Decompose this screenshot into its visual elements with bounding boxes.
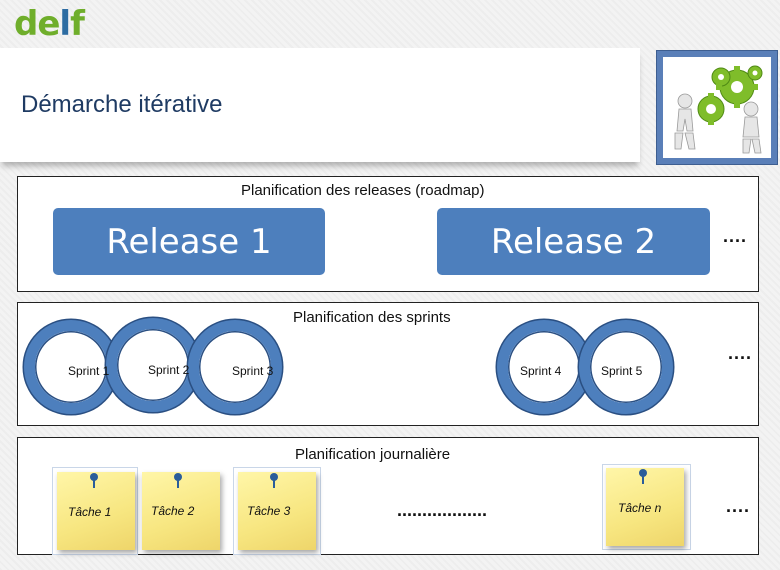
task-1-label: Tâche 1	[68, 505, 112, 519]
sprint-2-label: Sprint 2	[148, 363, 190, 377]
sprint-5-label: Sprint 5	[601, 364, 643, 378]
illustration-frame	[656, 50, 778, 165]
task-2-note	[142, 472, 220, 550]
company-logo: delf	[14, 4, 85, 44]
sprints-panel-title: Planification des sprints	[293, 309, 451, 326]
logo-letter-f: f	[70, 4, 85, 44]
logo-letter-e: e	[37, 4, 60, 44]
task-n-note	[606, 468, 684, 546]
releases-panel: Planification des releases (roadmap) Rel…	[17, 176, 759, 292]
task-n-frame	[602, 464, 691, 550]
release-2-block: Release 2	[437, 208, 710, 275]
logo-letter-d: d	[14, 4, 38, 44]
daily-panel-title: Planification journalière	[295, 446, 451, 463]
task-1-note	[57, 472, 135, 550]
releases-more: ....	[723, 226, 748, 246]
releases-panel-title: Planification des releases (roadmap)	[241, 182, 485, 199]
sprint-1-label: Sprint 1	[68, 364, 110, 378]
logo-letter-l: l	[59, 4, 71, 44]
pin-icon	[639, 469, 647, 484]
task-n-label: Tâche n	[618, 501, 662, 515]
daily-more: ....	[726, 496, 751, 516]
sprint-3-label: Sprint 3	[232, 364, 274, 378]
task-2-label: Tâche 2	[151, 504, 195, 518]
gears-people-icon	[663, 57, 771, 158]
sprint-4-label: Sprint 4	[520, 364, 562, 378]
title-band	[0, 48, 640, 162]
tasks-ellipsis: ..................	[397, 500, 488, 520]
task-3-label: Tâche 3	[247, 504, 291, 518]
pin-icon	[90, 473, 98, 488]
sprint-5-ring	[579, 320, 673, 414]
task-3-frame	[233, 467, 321, 555]
sprint-3-ring	[188, 320, 282, 414]
pin-icon	[270, 473, 278, 488]
task-1-frame	[52, 467, 138, 555]
task-3-note	[238, 472, 316, 550]
release-1-block: Release 1	[53, 208, 325, 275]
pin-icon	[174, 473, 182, 488]
page-title: Démarche itérative	[21, 91, 223, 118]
sprints-more: ....	[728, 343, 753, 363]
